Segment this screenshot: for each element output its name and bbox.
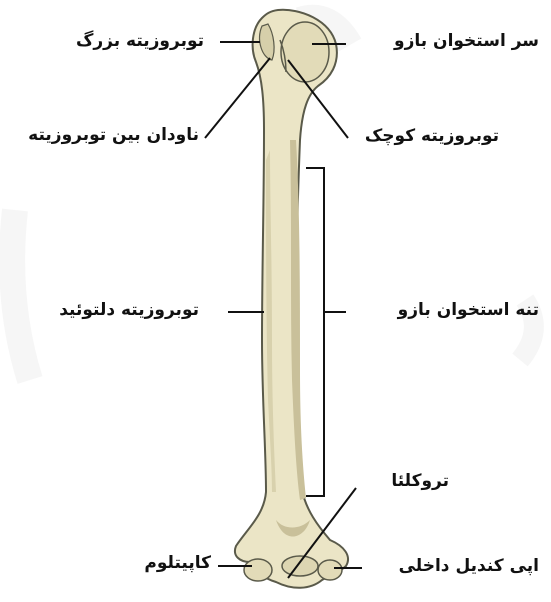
trochlea-shape [282,556,318,576]
label-lesser-tubercle: توبروزیته کوچک [365,128,499,145]
humerus-bone [235,10,348,588]
label-greater-tubercle: توبروزیته بزرگ [76,33,204,50]
label-shaft: تنه استخوان بازو [398,302,539,319]
label-head: سر استخوان بازو [394,33,539,50]
label-medial-epicondyle: اپی کندیل داخلی [399,558,539,575]
head-of-humerus [281,22,329,82]
label-intertubercular-groove: ناودان بین توبروزیته [28,127,199,144]
medial-epicondyle-shape [318,560,342,580]
label-deltoid-tuberosity: توبروزیته دلتوئید [59,302,199,319]
line-groove [205,58,270,138]
label-capitulum: کاپیتلوم [144,555,211,572]
shaft-bracket [306,168,324,496]
label-trochlea: تروکلئا [391,473,449,490]
capitulum-shape [244,559,272,581]
